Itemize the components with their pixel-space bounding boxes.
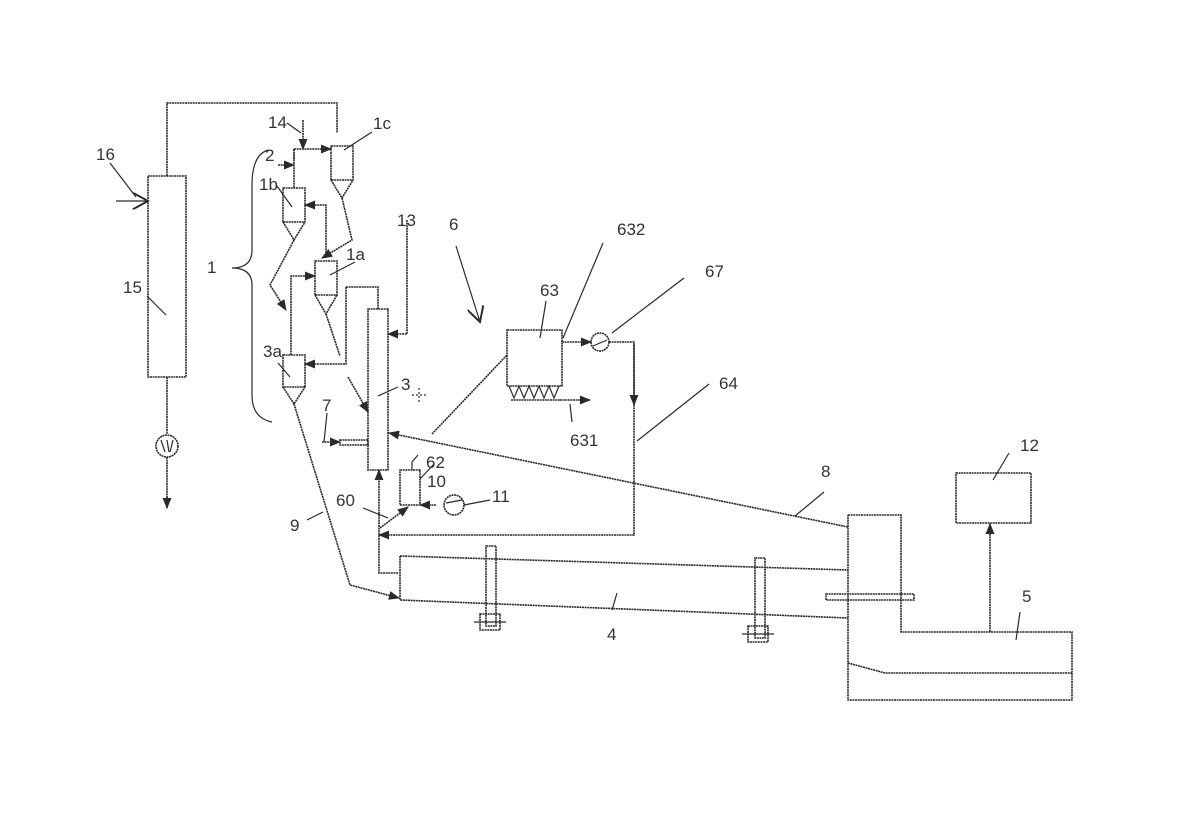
duct-to-filter <box>431 354 508 435</box>
label-3a: 3a <box>263 342 282 361</box>
burner-7 <box>339 439 369 446</box>
label-1: 1 <box>207 258 216 277</box>
cyclone-1b <box>269 187 327 311</box>
label-1c: 1c <box>373 114 391 133</box>
label-14: 14 <box>268 113 287 132</box>
label-62: 62 <box>426 453 445 472</box>
cyclone-1c <box>321 145 354 259</box>
label-67: 67 <box>705 262 724 281</box>
label-12: 12 <box>1020 436 1039 455</box>
label-7: 7 <box>322 396 331 415</box>
label-2: 2 <box>265 146 274 165</box>
leader-lines <box>109 122 1010 521</box>
label-60: 60 <box>336 491 355 510</box>
label-64: 64 <box>719 374 738 393</box>
burner-pipe <box>825 593 915 601</box>
tertiary-air-duct-8 <box>387 430 849 528</box>
filter-63 <box>431 329 639 435</box>
calciner-3 <box>322 220 426 471</box>
top-duct <box>166 102 338 176</box>
column-15 <box>116 102 338 510</box>
duct-60 <box>379 506 409 529</box>
label-5: 5 <box>1022 587 1031 606</box>
label-3: 3 <box>401 375 410 394</box>
unit-62 <box>379 454 491 529</box>
label-9: 9 <box>290 516 299 535</box>
label-4: 4 <box>607 625 616 644</box>
label-13: 13 <box>397 211 416 230</box>
brace-group-1 <box>231 149 273 423</box>
cooler-5 <box>825 514 1073 701</box>
label-1b: 1b <box>259 175 278 194</box>
fan-67-icon <box>590 332 610 352</box>
label-631: 631 <box>570 431 598 450</box>
label-632: 632 <box>617 220 645 239</box>
label-8: 8 <box>821 462 830 481</box>
inlet-13 <box>386 220 408 339</box>
duct-64 <box>377 345 635 540</box>
cyclone-3a <box>282 286 401 600</box>
label-1a: 1a <box>346 245 365 264</box>
rotary-kiln-4 <box>399 545 849 643</box>
fan-11-icon <box>443 494 465 516</box>
label-16: 16 <box>96 145 115 164</box>
fan-icon <box>155 434 179 458</box>
label-63: 63 <box>540 281 559 300</box>
label-11: 11 <box>492 487 510 506</box>
unit-12 <box>955 472 1032 524</box>
cyclone-1a <box>290 260 341 357</box>
duct-9 <box>293 403 401 600</box>
label-10: 10 <box>427 472 446 491</box>
pointer-6 <box>455 245 480 322</box>
label-6: 6 <box>449 215 458 234</box>
label-15: 15 <box>123 278 142 297</box>
